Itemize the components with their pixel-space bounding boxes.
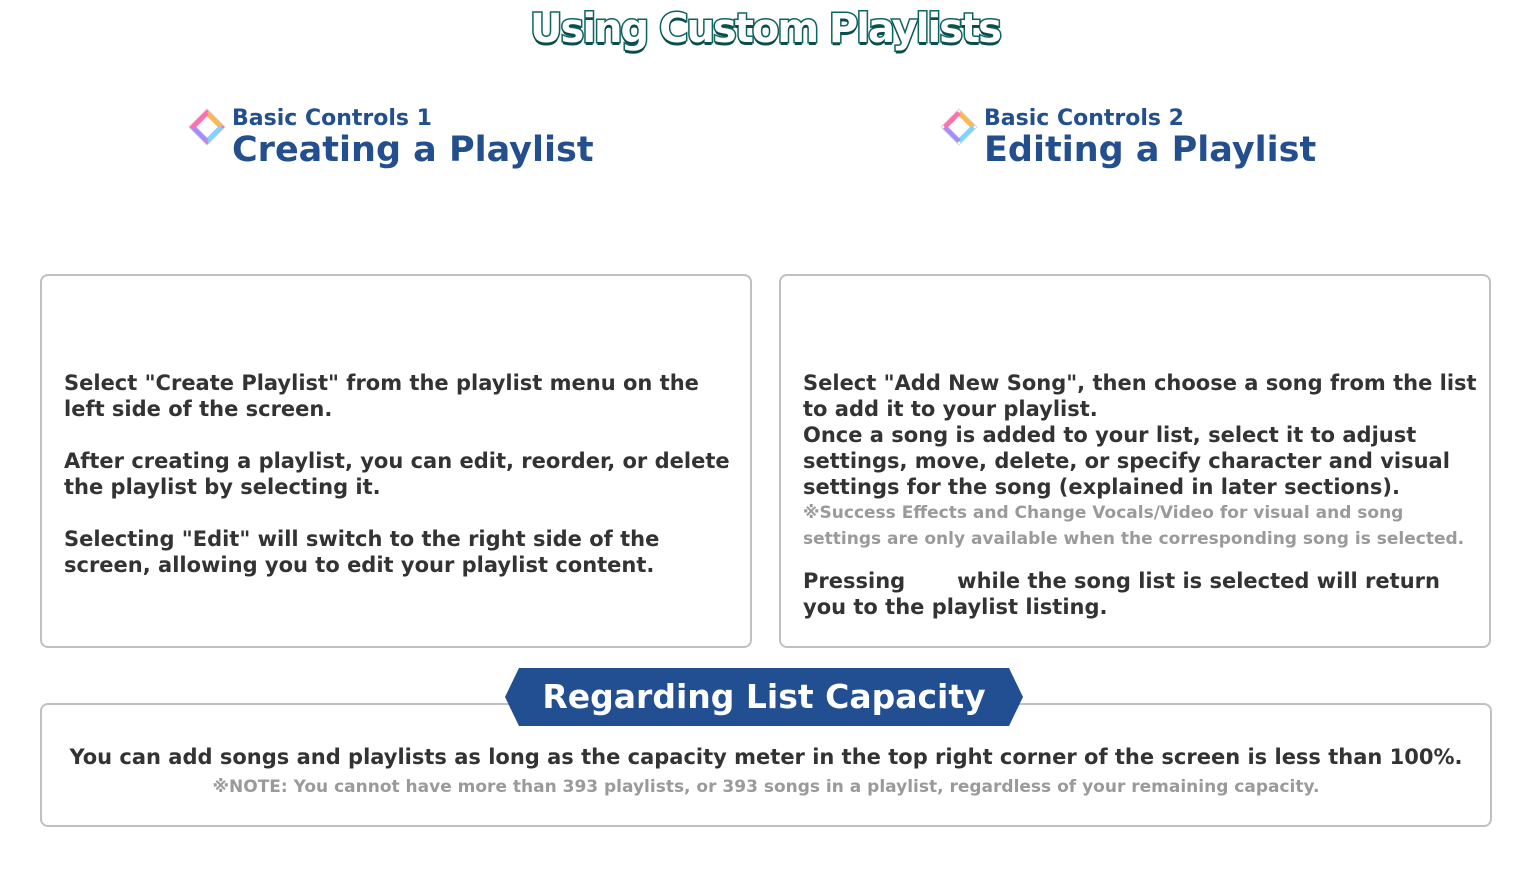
instruction-paragraph: Select "Add New Song", then choose a son… [803, 371, 1477, 421]
rainbow-diamond-icon [940, 108, 978, 146]
section-title: Editing a Playlist [984, 130, 1317, 170]
instruction-paragraph: Select "Create Playlist" from the playli… [64, 371, 699, 421]
pressing-continuation: while the song list is selected will ret… [803, 569, 1440, 619]
pressing-label: Pressing [803, 569, 906, 593]
section-sub-label: Basic Controls 1 [232, 106, 432, 131]
section-sub-label: Basic Controls 2 [984, 106, 1184, 131]
editing-playlist-panel: Select "Add New Song", then choose a son… [779, 274, 1491, 648]
editing-playlist-text: Select "Add New Song", then choose a son… [803, 370, 1479, 620]
capacity-note: ※NOTE: You cannot have more than 393 pla… [212, 777, 1320, 797]
capacity-heading: Regarding List Capacity [542, 677, 986, 716]
instruction-paragraph: Once a song is added to your list, selec… [803, 423, 1450, 499]
capacity-text: You can add songs and playlists as long … [69, 745, 1463, 769]
creating-playlist-panel: Select "Create Playlist" from the playli… [40, 274, 752, 648]
capacity-banner [505, 668, 1023, 726]
instruction-paragraph: Selecting "Edit" will switch to the righ… [64, 527, 660, 577]
creating-playlist-text: Select "Create Playlist" from the playli… [64, 370, 736, 578]
rainbow-diamond-icon [188, 108, 226, 146]
page-title: Using Custom Playlists [529, 5, 1004, 54]
visual-settings-note: ※Success Effects and Change Vocals/Video… [803, 503, 1465, 549]
instruction-paragraph: After creating a playlist, you can edit,… [64, 449, 730, 499]
section-title: Creating a Playlist [232, 130, 594, 170]
